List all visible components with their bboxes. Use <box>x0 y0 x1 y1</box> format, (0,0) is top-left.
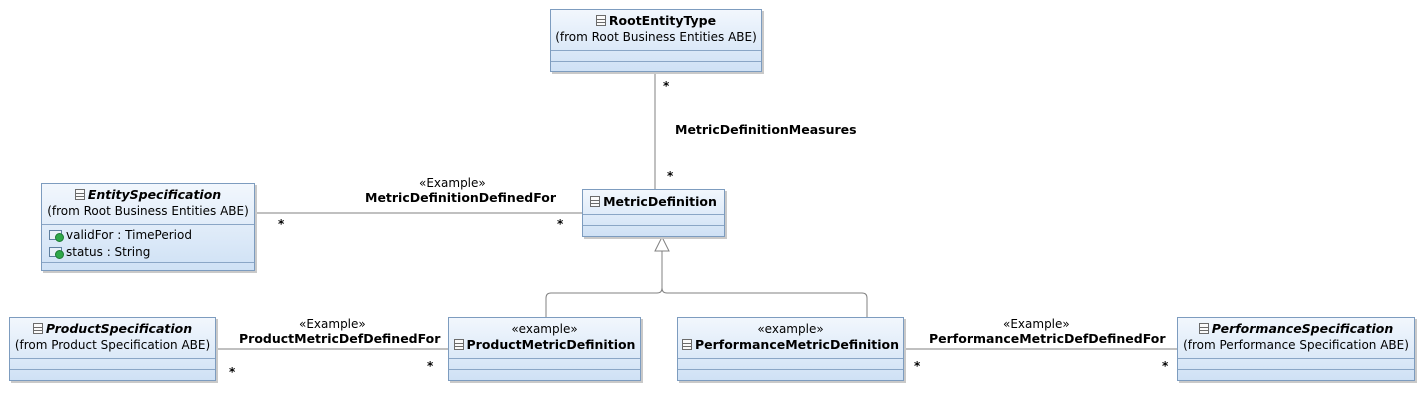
attribute-compartment <box>10 358 215 359</box>
class-entity-specification[interactable]: EntitySpecification (from Root Business … <box>41 183 255 271</box>
operation-compartment <box>551 61 761 62</box>
class-performance-specification[interactable]: PerformanceSpecification (from Performan… <box>1177 317 1415 381</box>
attribute-compartment <box>678 358 903 359</box>
class-package: (from Product Specification ABE) <box>14 338 211 352</box>
assoc-name-product-metric-def-defined-for[interactable]: ProductMetricDefDefinedFor <box>239 331 441 346</box>
attribute-valid-for: validFor : TimePeriod <box>49 227 192 243</box>
mult-entity-specification-end: * <box>278 217 285 231</box>
class-name: RootEntityType <box>608 13 717 28</box>
class-performance-metric-definition[interactable]: «example» PerformanceMetricDefinition <box>677 317 904 381</box>
mult-product-specification-end: * <box>229 365 236 379</box>
mult-performance-metric-definition-end: * <box>914 359 921 373</box>
operation-compartment <box>678 369 903 370</box>
generalization-arrowhead <box>654 235 670 252</box>
operation-compartment <box>42 262 254 263</box>
mult-metric-definition-top-end: * <box>667 169 674 183</box>
class-root-entity-type[interactable]: RootEntityType (from Root Business Entit… <box>550 9 762 72</box>
class-metric-definition[interactable]: MetricDefinition <box>582 189 725 237</box>
class-icon <box>1198 323 1209 334</box>
class-icon <box>681 339 692 350</box>
class-product-metric-definition[interactable]: «example» ProductMetricDefinition <box>448 317 641 381</box>
class-package: (from Performance Specification ABE) <box>1183 338 1409 352</box>
class-name: ProductSpecification <box>45 321 193 336</box>
class-name: EntitySpecification <box>87 187 222 202</box>
operation-compartment <box>10 369 215 370</box>
attribute-compartment <box>583 214 724 215</box>
mult-performance-specification-end: * <box>1162 359 1169 373</box>
assoc-name-metric-definition-measures[interactable]: MetricDefinitionMeasures <box>675 122 857 137</box>
class-icon <box>74 189 85 200</box>
class-package: (from Root Business Entities ABE) <box>47 204 249 218</box>
class-name: PerformanceMetricDefinition <box>694 337 900 352</box>
class-icon <box>595 15 606 26</box>
mult-root-entity-end: * <box>663 79 670 93</box>
attribute-compartment <box>1178 358 1414 359</box>
mult-metric-definition-left-end: * <box>557 217 564 231</box>
class-name: MetricDefinition <box>603 194 717 209</box>
generalization-line <box>545 251 868 317</box>
assoc-stereotype-performance-metric-def-defined-for: «Example» <box>1003 317 1070 331</box>
class-product-specification[interactable]: ProductSpecification (from Product Speci… <box>9 317 216 381</box>
class-name: PerformanceSpecification <box>1211 321 1394 336</box>
assoc-name-metric-definition-defined-for[interactable]: MetricDefinitionDefinedFor <box>365 190 557 205</box>
class-icon <box>453 339 464 350</box>
attribute-compartment <box>42 224 254 225</box>
class-name: ProductMetricDefinition <box>466 337 636 352</box>
class-icon <box>590 196 601 207</box>
class-icon <box>32 323 43 334</box>
operation-compartment <box>583 225 724 226</box>
attribute-icon <box>49 230 64 242</box>
attribute-icon <box>49 247 64 259</box>
attribute-compartment <box>449 358 640 359</box>
class-stereotype: «example» <box>511 322 578 336</box>
mult-product-metric-definition-end: * <box>427 359 434 373</box>
operation-compartment <box>449 369 640 370</box>
attribute-status: status : String <box>49 244 150 260</box>
attribute-compartment <box>551 50 761 51</box>
assoc-stereotype-metric-definition-defined-for: «Example» <box>419 176 486 190</box>
assoc-stereotype-product-metric-def-defined-for: «Example» <box>299 317 366 331</box>
assoc-name-performance-metric-def-defined-for[interactable]: PerformanceMetricDefDefinedFor <box>929 331 1166 346</box>
class-stereotype: «example» <box>757 322 824 336</box>
operation-compartment <box>1178 369 1414 370</box>
class-package: (from Root Business Entities ABE) <box>555 30 757 44</box>
